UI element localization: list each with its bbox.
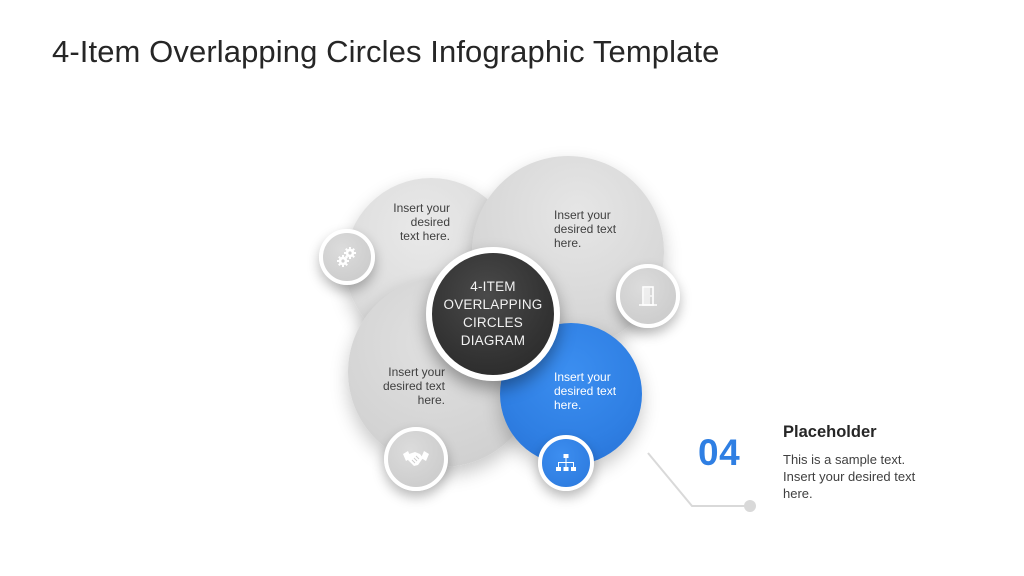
item-3-icon-badge (384, 427, 448, 491)
org-chart-icon (556, 454, 576, 471)
callout-number: 04 (698, 432, 741, 473)
handshake-icon (403, 451, 429, 466)
callout-title: Placeholder (783, 423, 877, 441)
gears-icon (337, 247, 356, 267)
item-4-text: Insert your desired text here. (554, 370, 617, 412)
item-1-text: Insert your desired text here. (393, 201, 450, 243)
door-icon (639, 286, 657, 306)
slide-title: 4-Item Overlapping Circles Infographic T… (52, 34, 720, 69)
item-2-icon-badge (616, 264, 680, 328)
item-1-icon-badge (319, 229, 375, 285)
callout-connector-line (647, 452, 756, 512)
callout-body: This is a sample text. Insert your desir… (783, 452, 916, 501)
item-2-text: Insert your desired text here. (554, 208, 617, 250)
center-circle: 4-ITEM OVERLAPPING CIRCLES DIAGRAM (426, 247, 560, 381)
center-label: 4-ITEM OVERLAPPING CIRCLES DIAGRAM (443, 279, 543, 348)
item-3-text: Insert your desired text here. (382, 365, 445, 407)
item-4-icon-badge (538, 435, 594, 491)
